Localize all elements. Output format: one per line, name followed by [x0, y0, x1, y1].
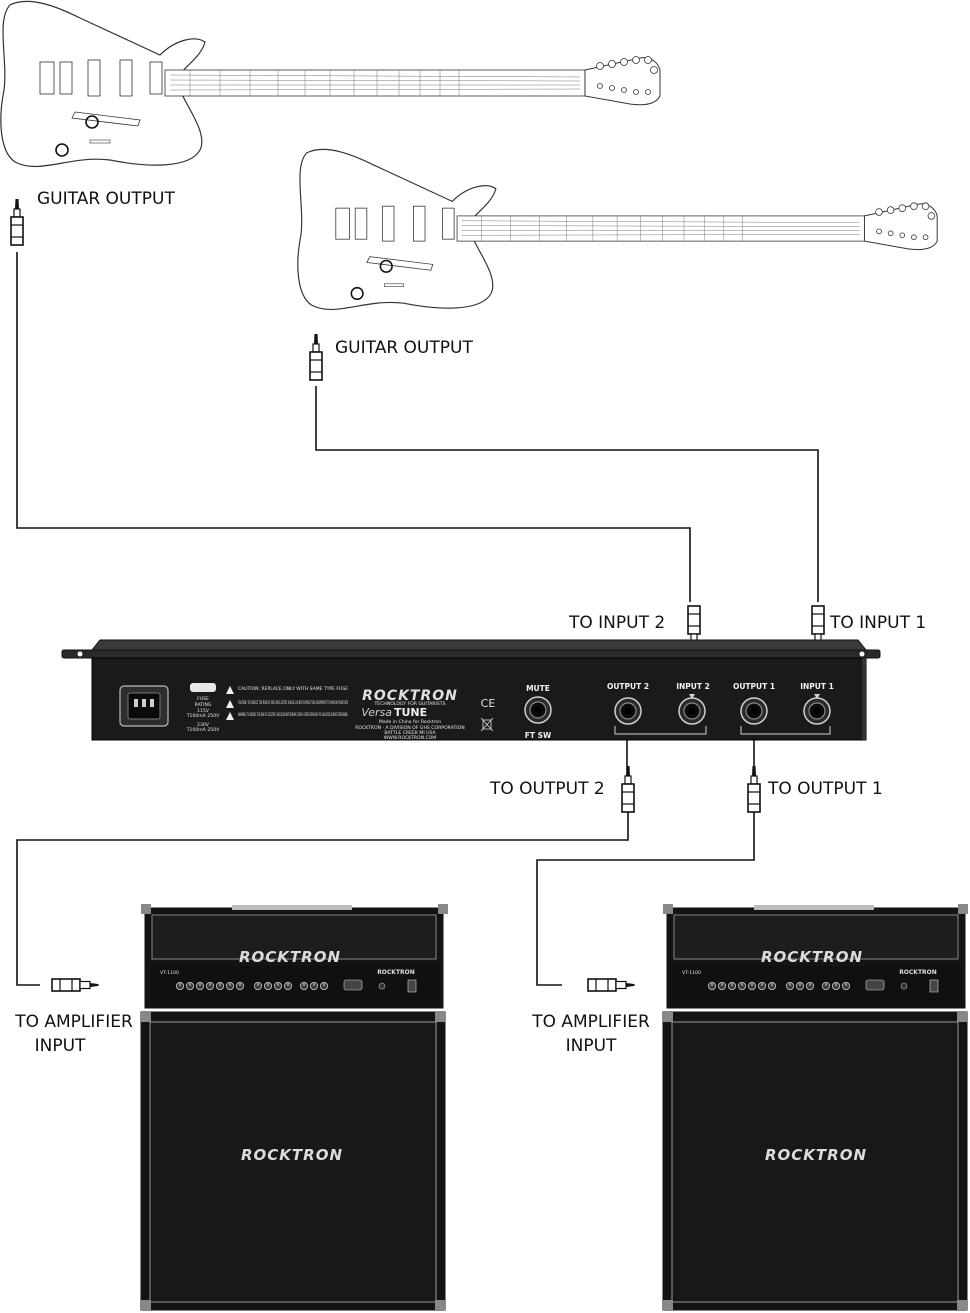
amp2-head-model: VT-1100: [682, 970, 701, 976]
output2-label: OUTPUT 2: [607, 682, 649, 691]
input1-label: INPUT 1: [800, 682, 834, 691]
rack-made-in: Made in China for Rocktron: [379, 719, 441, 725]
output1-label: OUTPUT 1: [733, 682, 775, 691]
warning-triangle-icon: [226, 686, 234, 720]
fuse-115v-spec: T160mA 250V: [186, 713, 220, 719]
rack-model-suffix: TUNE: [394, 706, 427, 719]
caution-fuse-text: CAUTION: REPLACE ONLY WITH SAME TYPE FUS…: [238, 686, 348, 692]
weee-bin-icon: [480, 717, 494, 732]
rack-address: BATTLE CREEK MI USA: [384, 730, 436, 736]
label-amp1-input-line2: INPUT: [35, 1036, 86, 1056]
fuse-230v-spec: T100mA 250V: [186, 727, 220, 733]
mute-label: MUTE: [526, 684, 550, 693]
guitar-1: [0, 0, 661, 168]
fuse-rating: RATING: [195, 702, 212, 708]
rack-rocktron-logo: ROCKTRON: [362, 688, 458, 704]
cable-guitar2-to-input1: [315, 386, 819, 602]
output1-jack[interactable]: [740, 697, 768, 725]
guitar2-quarter-inch-plug-icon: [309, 333, 323, 381]
ft-sw-label: FT SW: [525, 731, 552, 740]
guitar-2: [297, 148, 938, 311]
guitar1-quarter-inch-plug-icon: [10, 198, 24, 246]
amp-stack-1: ROCKTRON VT-1100 ROCKTRON ROCKTRON: [140, 904, 448, 1311]
label-to-input-2: TO INPUT 2: [568, 613, 665, 633]
input2-jack[interactable]: [678, 697, 706, 725]
input2-label: INPUT 2: [676, 682, 710, 691]
caution-fire-text: CAUTION: TO REDUCE THE RISK OF FIRE OR E…: [238, 700, 348, 706]
output2-quarter-inch-plug-icon: [621, 765, 635, 813]
rack-company: ROCKTRON · A DIVISION OF GHS CORPORATION: [355, 725, 464, 731]
ce-mark: CE: [481, 697, 496, 710]
amp1-quarter-inch-plug-icon: [51, 978, 100, 992]
amp1-cab-logo: ROCKTRON: [241, 1146, 343, 1164]
output2-jack[interactable]: [614, 697, 642, 725]
svg-text:ROCKTRON: ROCKTRON: [377, 969, 415, 976]
label-amp2-input-line2: INPUT: [566, 1036, 617, 1056]
guitar-icon: [297, 148, 938, 311]
rack-model-prefix: Versa: [361, 706, 392, 719]
iec-power-inlet-icon: [119, 685, 169, 727]
label-amp1-input-line1: TO AMPLIFIER: [14, 1012, 133, 1032]
rack-website: WWW.ROCKTRON.COM: [384, 735, 437, 741]
fuse-115v: 115V: [197, 708, 210, 714]
versatune-rack-unit: FUSE RATING 115V T160mA 250V 230V T100mA…: [61, 639, 881, 741]
amp2-cab-logo: ROCKTRON: [765, 1146, 867, 1164]
amp1-head-model: VT-1100: [160, 970, 179, 976]
cable-output2-to-amp1: [16, 812, 629, 986]
label-to-output-2: TO OUTPUT 2: [489, 779, 605, 799]
label-to-output-1: TO OUTPUT 1: [767, 779, 883, 799]
mute-footswitch-jack[interactable]: [524, 696, 552, 724]
rack-tagline: TECHNOLOGY FOR GUITARISTS: [374, 701, 446, 707]
guitar-icon: [0, 0, 661, 168]
fuse-label: FUSE: [197, 696, 209, 702]
input1-jack[interactable]: [803, 697, 831, 725]
amp-stack-2: ROCKTRON VT-1100 ROCKTRON ROCKTRON: [662, 904, 968, 1311]
amp1-head-logo: ROCKTRON: [239, 948, 341, 966]
cable-output1-to-amp2: [536, 812, 755, 986]
label-guitar1-output: GUITAR OUTPUT: [37, 189, 175, 209]
svg-text:ROCKTRON: ROCKTRON: [899, 969, 937, 976]
cables: [16, 252, 819, 986]
label-to-input-1: TO INPUT 1: [829, 613, 926, 633]
fuse-holder: [190, 683, 216, 692]
output1-quarter-inch-plug-icon: [747, 765, 761, 813]
label-guitar2-output: GUITAR OUTPUT: [335, 338, 473, 358]
amp2-head-logo: ROCKTRON: [761, 948, 863, 966]
cable-guitar1-to-input2: [16, 252, 691, 602]
label-amp2-input-line1: TO AMPLIFIER: [531, 1012, 650, 1032]
fuse-230v: 230V: [197, 722, 210, 728]
warning-shock-text: WARNING: TO REDUCE THE RISK OF ELECTRIC …: [238, 712, 348, 718]
amp2-quarter-inch-plug-icon: [587, 978, 636, 992]
